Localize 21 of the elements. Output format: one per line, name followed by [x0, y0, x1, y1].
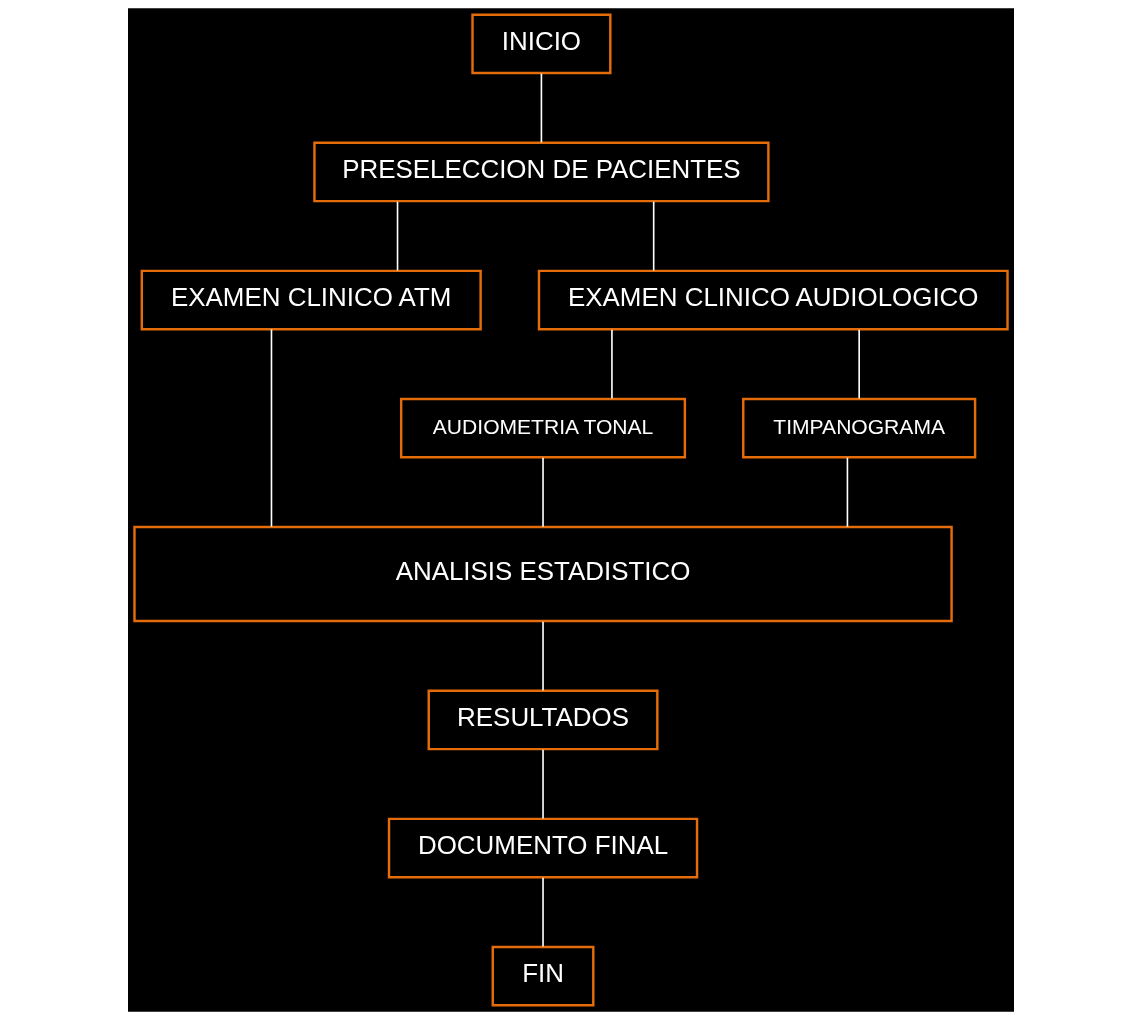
connector — [540, 72, 543, 144]
connector — [846, 456, 849, 528]
node-box: TIMPANOGRAMA — [742, 397, 977, 459]
node-box: EXAMEN CLINICO ATM — [140, 269, 482, 331]
node-box: RESULTADOS — [427, 689, 659, 751]
node-box: INICIO — [471, 13, 612, 75]
connector — [542, 748, 544, 820]
connector — [270, 328, 273, 528]
connector — [542, 621, 544, 692]
node-box: PRESELECCION DE PACIENTES — [313, 141, 770, 203]
connector — [542, 876, 544, 948]
connector — [396, 200, 399, 272]
node-box: EXAMEN CLINICO AUDIOLOGICO — [537, 269, 1009, 331]
connector — [858, 328, 860, 400]
connector — [652, 200, 655, 272]
connector — [542, 456, 544, 528]
connector — [611, 328, 613, 400]
node-box: FIN — [491, 945, 595, 1007]
node-box: ANALISIS ESTADISTICO — [133, 525, 953, 623]
node-box: AUDIOMETRIA TONAL — [399, 397, 687, 459]
node-box: DOCUMENTO FINAL — [387, 817, 699, 879]
